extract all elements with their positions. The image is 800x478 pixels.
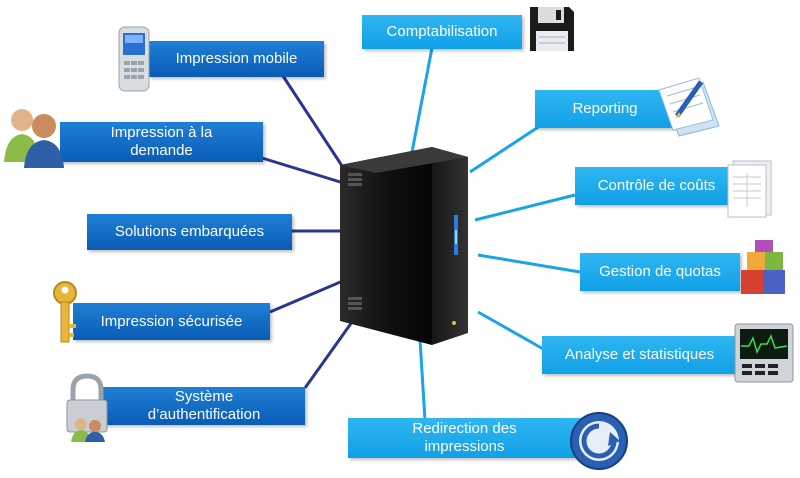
node-label: Comptabilisation — [386, 23, 498, 40]
node-analyse-statistiques[interactable]: Analyse et statistiques — [542, 336, 737, 374]
node-comptabilisation[interactable]: Comptabilisation — [362, 15, 522, 49]
invoice-document-icon — [727, 160, 772, 218]
node-label: Impression mobile — [175, 50, 298, 67]
node-impression-demande[interactable]: Impression à la demande — [60, 122, 263, 162]
line-controle-couts — [474, 193, 576, 222]
node-label: Contrôle de coûts — [597, 177, 716, 194]
stacked-blocks-icon — [741, 240, 785, 294]
node-label-line2: demande — [130, 142, 193, 159]
mobile-phone-icon — [118, 26, 150, 92]
line-systeme-auth — [303, 321, 354, 389]
node-label: Analyse et statistiques — [564, 346, 715, 363]
padlock-users-icon — [66, 373, 108, 442]
node-label-group: Redirection des impressions — [412, 420, 516, 456]
line-impression-mobile — [281, 75, 352, 179]
node-label-group: Impression à la demande — [111, 124, 213, 160]
server-tower-icon — [340, 147, 468, 345]
line-redirection — [418, 339, 427, 421]
line-analyse — [477, 310, 546, 352]
key-icon — [53, 281, 77, 343]
node-impression-securisee[interactable]: Impression sécurisée — [73, 303, 270, 340]
users-icon — [4, 109, 64, 168]
node-redirection-impressions[interactable]: Redirection des impressions — [348, 418, 581, 458]
node-label: Impression sécurisée — [100, 312, 243, 330]
report-pen-icon — [658, 77, 720, 137]
node-gestion-quotas[interactable]: Gestion de quotas — [580, 253, 740, 291]
node-label-line1: Système — [174, 388, 234, 405]
node-systeme-authentification[interactable]: Système d’authentification — [103, 387, 305, 425]
monitor-graph-icon — [734, 323, 794, 383]
node-label-line1: Redirection des — [412, 420, 517, 437]
node-label-line1: Impression à la — [110, 124, 213, 141]
line-impression-securisee — [269, 278, 346, 314]
node-reporting[interactable]: Reporting — [535, 90, 675, 128]
node-label-line2: d’authentification — [147, 406, 261, 423]
node-solutions-embarquees[interactable]: Solutions embarquées — [87, 214, 292, 250]
redirect-arrow-icon — [570, 412, 628, 470]
line-comptabilisation — [410, 47, 434, 153]
node-label-line2: impressions — [424, 438, 505, 455]
node-label: Solutions embarquées — [114, 223, 265, 240]
node-label: Reporting — [572, 100, 638, 117]
node-impression-mobile[interactable]: Impression mobile — [149, 41, 324, 77]
node-label-group: Système d’authentification — [148, 388, 261, 424]
floppy-disk-icon — [530, 7, 574, 51]
line-gestion-quotas — [477, 253, 581, 274]
node-label: Gestion de quotas — [599, 263, 721, 280]
node-controle-couts[interactable]: Contrôle de coûts — [575, 167, 738, 205]
line-impression-demande — [261, 156, 351, 187]
